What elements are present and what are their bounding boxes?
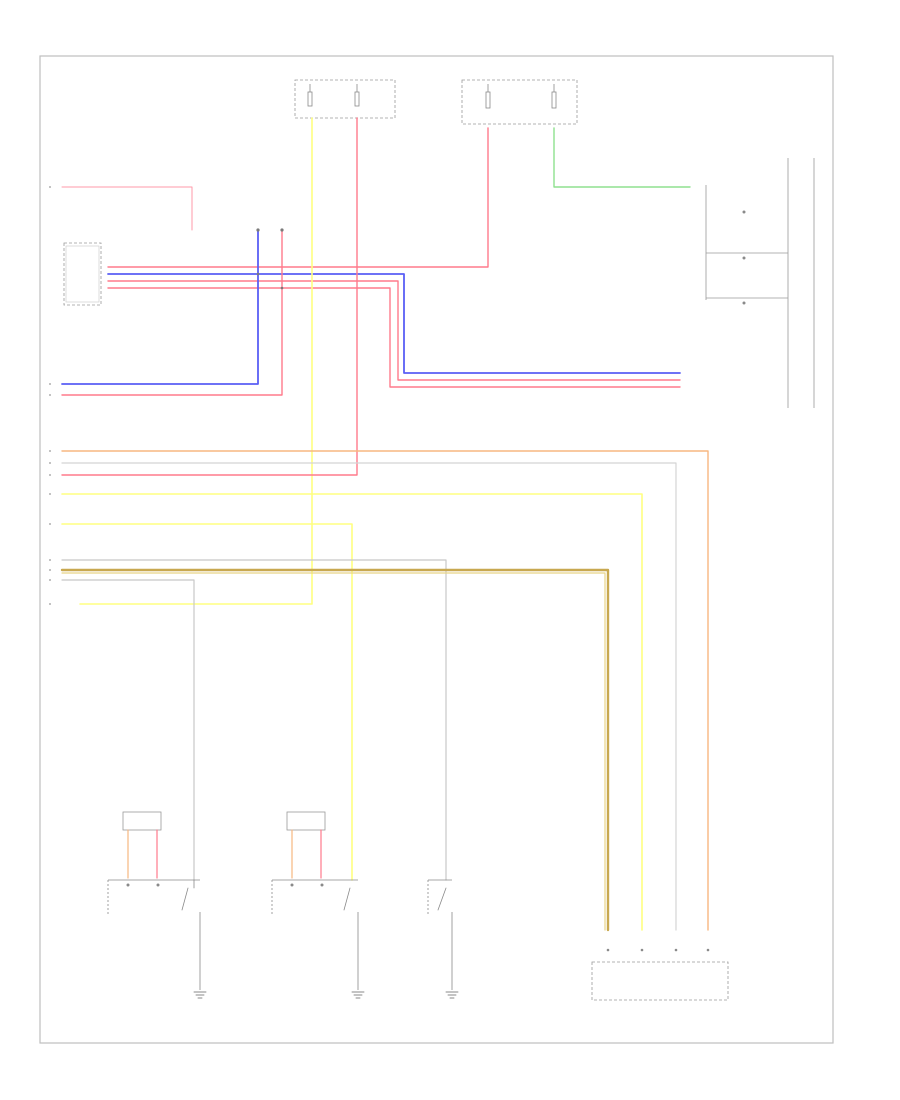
wire-yellow bbox=[61, 523, 353, 881]
switch-assembly-middle bbox=[271, 811, 365, 999]
ground-icon bbox=[193, 991, 207, 999]
fuse-box-left bbox=[294, 79, 396, 119]
wire-blue bbox=[107, 273, 681, 374]
switch-assembly-right bbox=[427, 879, 459, 999]
wire-olive bbox=[61, 572, 606, 931]
wire-gray bbox=[61, 559, 447, 881]
diagram-frame bbox=[39, 55, 834, 1044]
wire-yellow bbox=[61, 493, 643, 931]
wire-gray bbox=[61, 462, 677, 931]
wire-red bbox=[61, 229, 283, 396]
switch-icon bbox=[343, 887, 351, 911]
wire-red bbox=[107, 280, 681, 381]
wire-red bbox=[61, 117, 358, 476]
fuse-box-right bbox=[461, 79, 578, 125]
junction-dots bbox=[256, 228, 284, 290]
connector-box-bottom bbox=[591, 948, 729, 1001]
fuse-icon bbox=[551, 91, 557, 109]
wire-red bbox=[107, 287, 681, 388]
ground-icon bbox=[351, 991, 365, 999]
connector-icon bbox=[591, 961, 729, 1001]
wire-blue bbox=[61, 229, 259, 385]
fuse-icon bbox=[485, 91, 491, 109]
fuse-icon bbox=[307, 91, 313, 107]
fuse-icon bbox=[354, 91, 360, 107]
wire-yellow bbox=[79, 117, 313, 605]
wire-green bbox=[553, 127, 691, 188]
ground-icon bbox=[445, 991, 459, 999]
switch-assembly-left bbox=[107, 811, 207, 999]
wire-orange bbox=[61, 450, 709, 931]
terminal-markers bbox=[49, 186, 51, 605]
switch-icon bbox=[181, 879, 195, 911]
wire-red bbox=[107, 127, 489, 268]
connector-block-right bbox=[705, 158, 815, 408]
wire-olive bbox=[60, 568, 610, 932]
wire-red bbox=[61, 186, 193, 231]
control-module bbox=[63, 242, 102, 306]
wire-gray bbox=[61, 579, 195, 881]
switch-icon bbox=[437, 887, 447, 911]
